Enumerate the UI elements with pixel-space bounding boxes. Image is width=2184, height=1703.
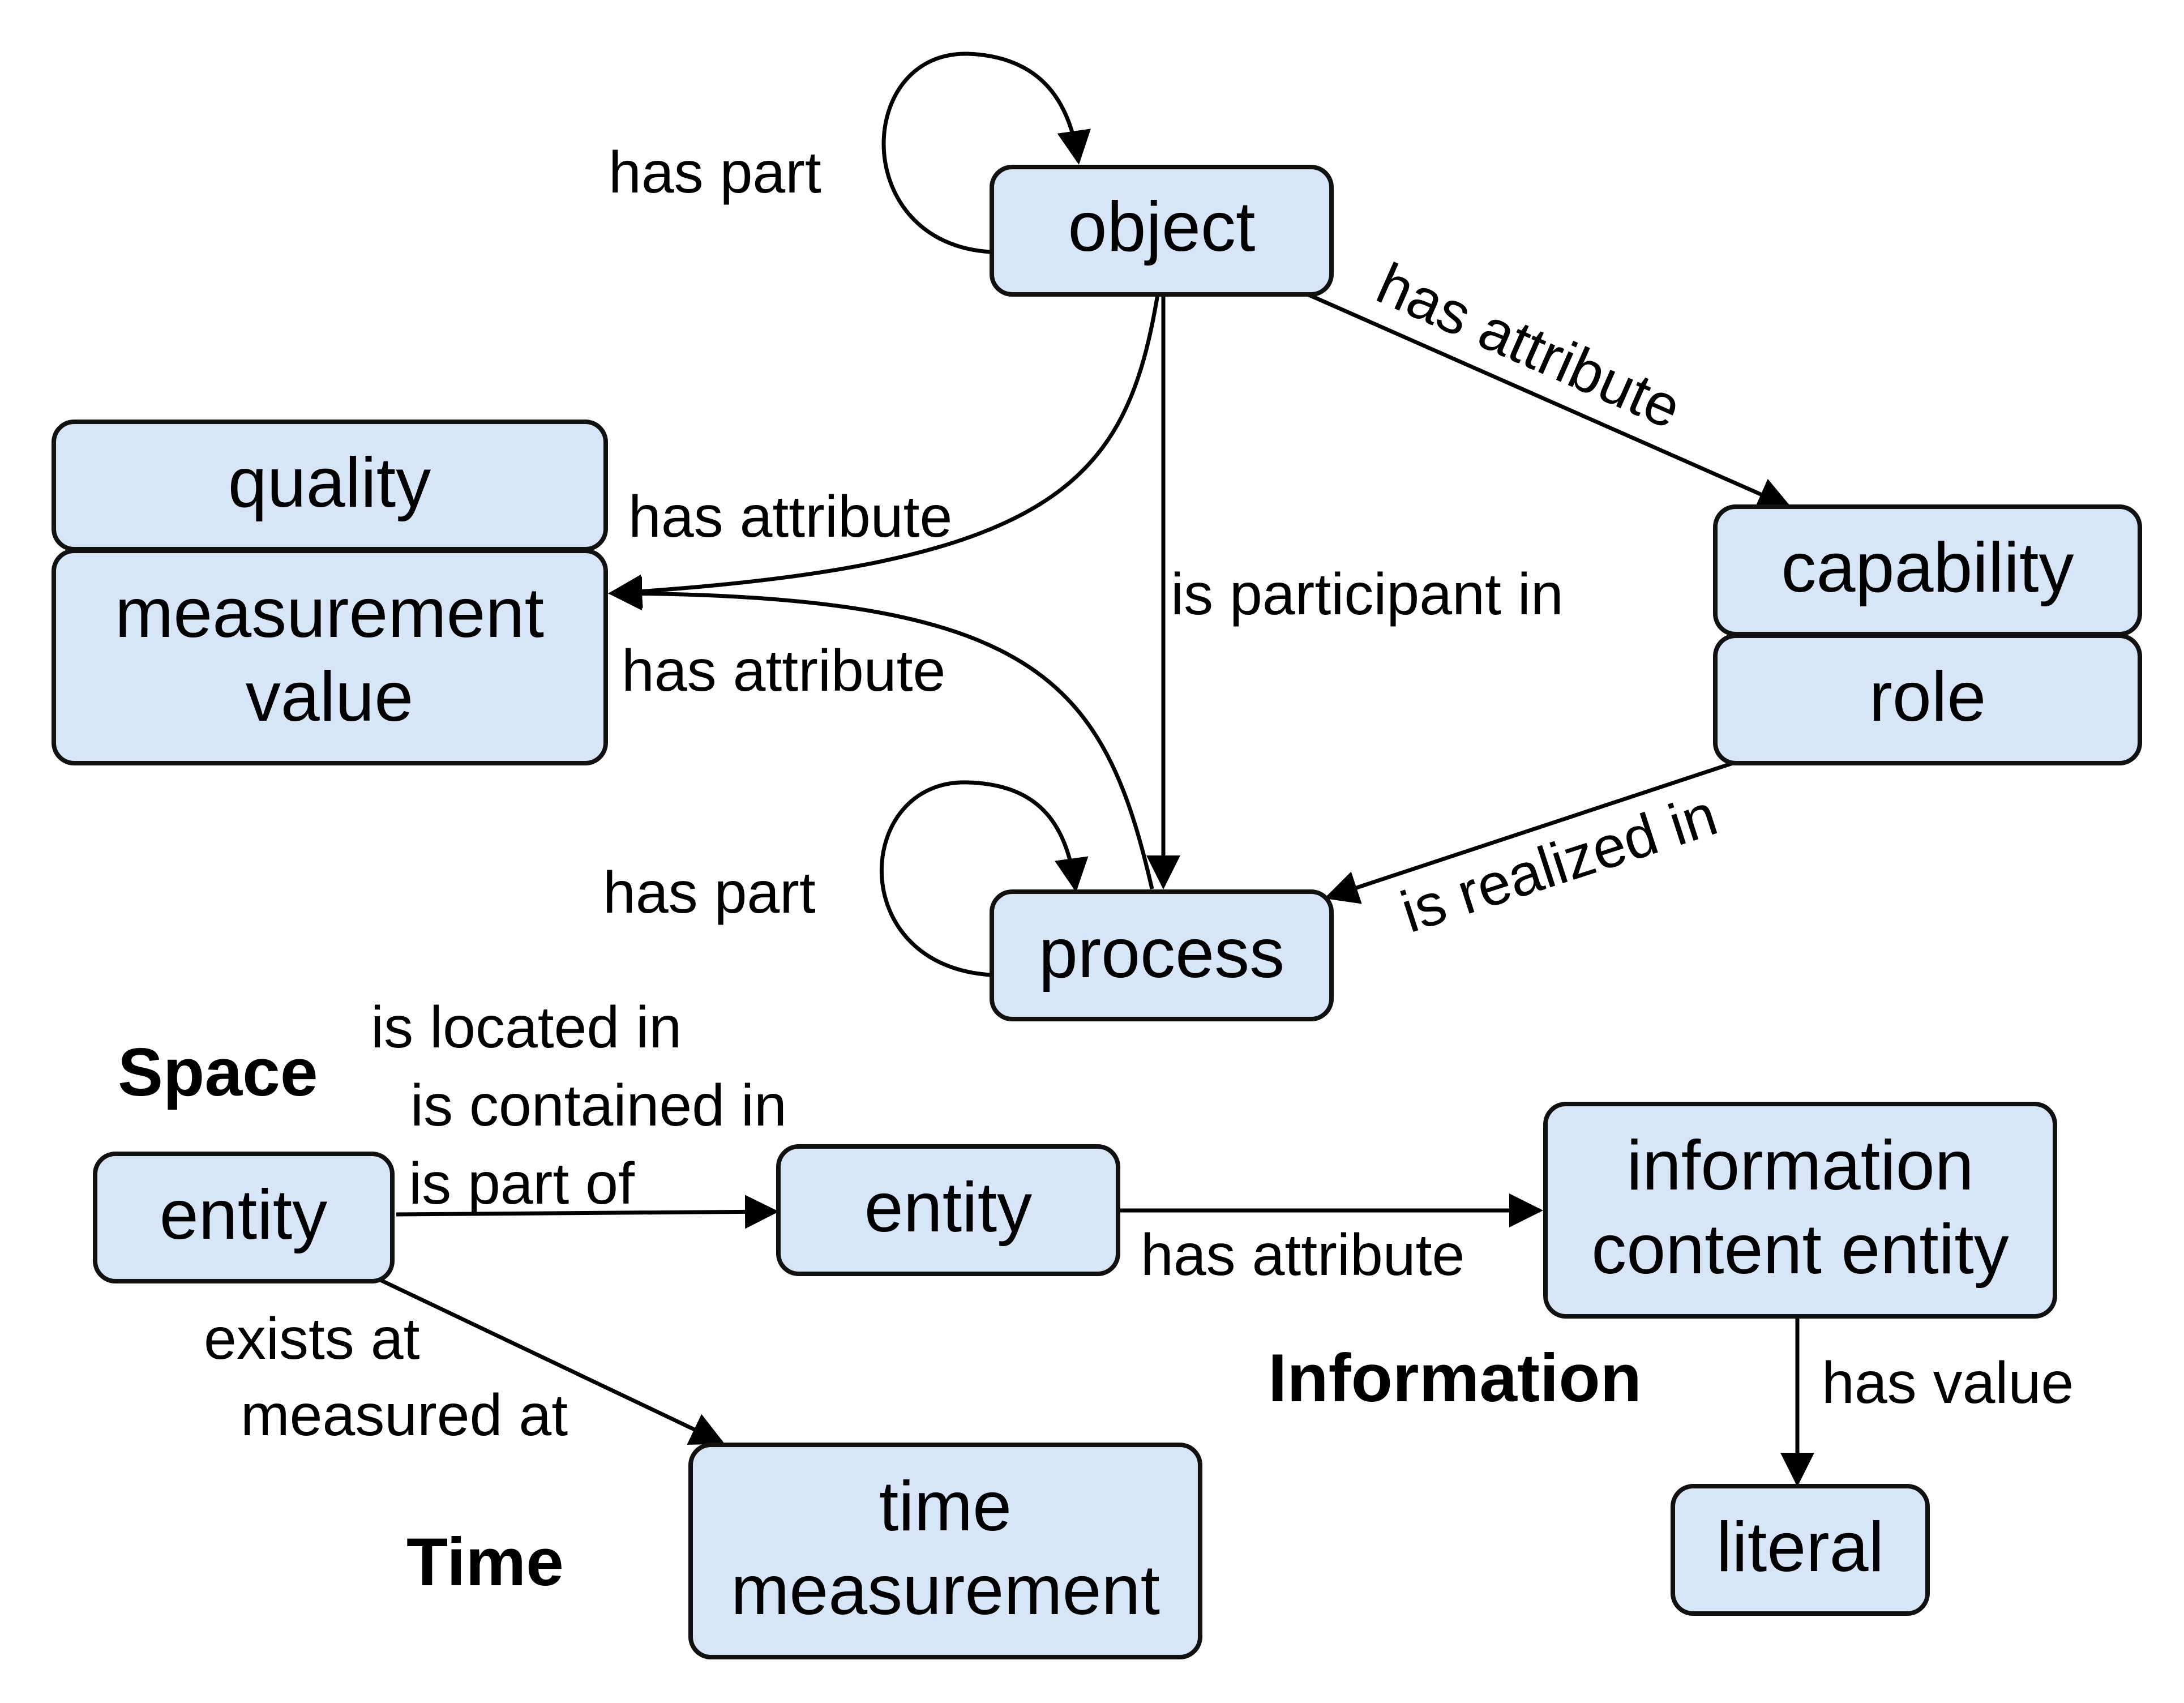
node-capability[interactable]: capability — [1713, 504, 2142, 636]
node-entity-left-label: entity — [160, 1176, 327, 1254]
node-role[interactable]: role — [1713, 634, 2142, 765]
edge-object-has-part-loop — [881, 52, 1091, 254]
section-title-information: Information — [1268, 1340, 1642, 1416]
node-literal[interactable]: literal — [1671, 1484, 1930, 1616]
label-spatial-1: is located in — [371, 995, 682, 1060]
node-measurement-value[interactable]: measurement value — [52, 549, 608, 765]
label-entity-to-ice: has attribute — [1141, 1222, 1464, 1288]
node-entity-right-label: entity — [864, 1169, 1032, 1247]
node-time-measurement-line1: time — [879, 1467, 1012, 1546]
node-literal-label: literal — [1716, 1508, 1884, 1586]
label-object-to-capability: has attribute — [1368, 251, 1690, 442]
label-role-to-process: is realized in — [1393, 782, 1725, 945]
edge-object-to-capability — [1307, 292, 1792, 510]
label-process-has-part: has part — [603, 860, 816, 926]
node-process[interactable]: process — [990, 889, 1334, 1021]
node-quality-label: quality — [228, 444, 431, 522]
node-object[interactable]: object — [990, 165, 1334, 297]
edge-entity-temporal — [378, 1277, 725, 1445]
node-object-label: object — [1068, 188, 1256, 266]
edge-object-to-quality — [608, 294, 1160, 609]
node-entity-left[interactable]: entity — [93, 1152, 395, 1283]
label-object-to-quality: has attribute — [628, 484, 952, 550]
node-time-measurement-line2: measurement — [731, 1551, 1160, 1629]
node-process-label: process — [1039, 914, 1284, 992]
label-object-to-process: is participant in — [1171, 562, 1564, 627]
edge-entity-spatial — [396, 1195, 779, 1229]
edge-process-has-part-loop — [879, 780, 1089, 977]
label-spatial-2: is contained in — [410, 1073, 787, 1139]
node-role-label: role — [1869, 658, 1986, 736]
node-capability-label: capability — [1782, 529, 2074, 607]
node-ice-line1: information — [1626, 1127, 1973, 1205]
node-information-content-entity[interactable]: information content entity — [1543, 1102, 2057, 1319]
node-measurement-value-line1: measurement — [115, 574, 544, 652]
label-spatial-3: is part of — [409, 1151, 635, 1217]
node-time-measurement[interactable]: time measurement — [688, 1443, 1202, 1659]
label-temporal-2: measured at — [241, 1383, 568, 1448]
section-title-time: Time — [406, 1524, 564, 1600]
label-ice-to-literal: has value — [1822, 1350, 2074, 1416]
edge-process-to-quality — [608, 576, 1154, 889]
label-temporal-1: exists at — [204, 1306, 420, 1372]
node-quality[interactable]: quality — [52, 420, 608, 551]
node-ice-line2: content entity — [1591, 1210, 2009, 1289]
label-process-to-quality: has attribute — [622, 638, 945, 704]
node-entity-right[interactable]: entity — [776, 1144, 1120, 1276]
node-measurement-value-line2: value — [246, 658, 413, 736]
label-object-has-part: has part — [609, 140, 821, 206]
section-title-space: Space — [118, 1034, 318, 1110]
edge-role-to-process — [1324, 759, 1739, 904]
